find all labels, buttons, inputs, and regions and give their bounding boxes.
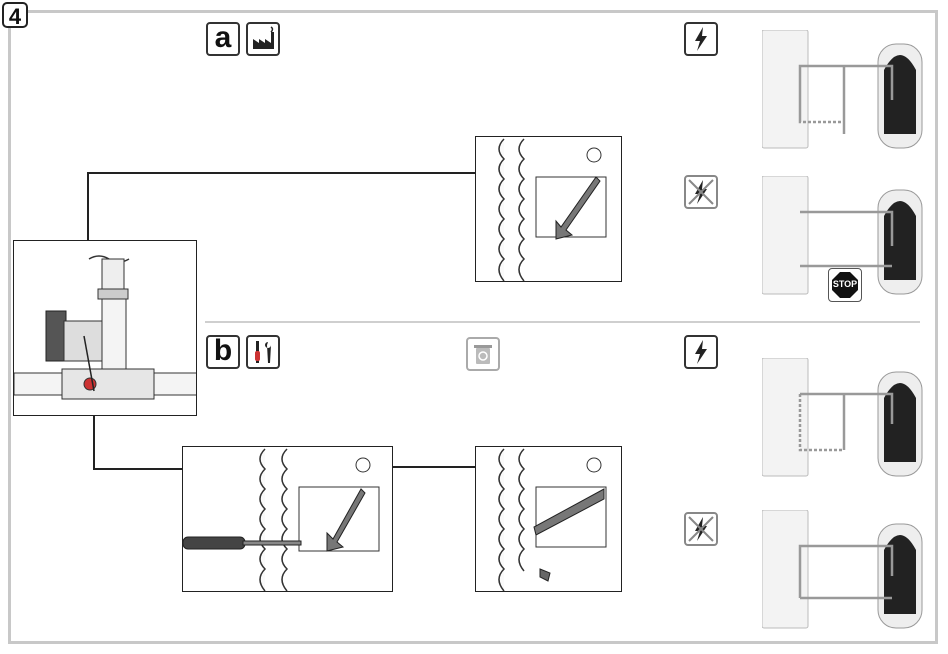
system-schematic-1: [762, 30, 930, 150]
detail-panel-b-screwdriver: [182, 446, 393, 592]
connector-line: [93, 415, 95, 469]
power-on-icon: [684, 22, 718, 56]
section-divider: [205, 321, 920, 323]
power-off-icon: [684, 175, 718, 209]
detail-panel-b-remove: [475, 446, 622, 592]
screwdriver-wrench-icon: [246, 335, 280, 369]
connector-line: [87, 172, 89, 242]
system-schematic-4: [762, 510, 930, 630]
connector-line: [93, 468, 183, 470]
section-b-letter: b: [206, 335, 240, 369]
system-schematic-3: [762, 358, 930, 478]
power-off-icon: [684, 512, 718, 546]
power-on-icon: [684, 335, 718, 369]
section-a-letter: a: [206, 22, 240, 56]
step-number: 4: [2, 2, 28, 29]
instruction-frame: [8, 10, 938, 644]
detail-panel-a: [475, 136, 622, 282]
connector-line: [87, 172, 475, 174]
recycle-bin-icon: [466, 337, 500, 371]
factory-icon: [246, 22, 280, 56]
system-schematic-2: [762, 176, 930, 296]
valve-overview-panel: [13, 240, 197, 416]
connector-line: [392, 466, 476, 468]
stop-label: STOP: [832, 279, 858, 289]
stop-sign-icon: STOP: [828, 268, 862, 302]
